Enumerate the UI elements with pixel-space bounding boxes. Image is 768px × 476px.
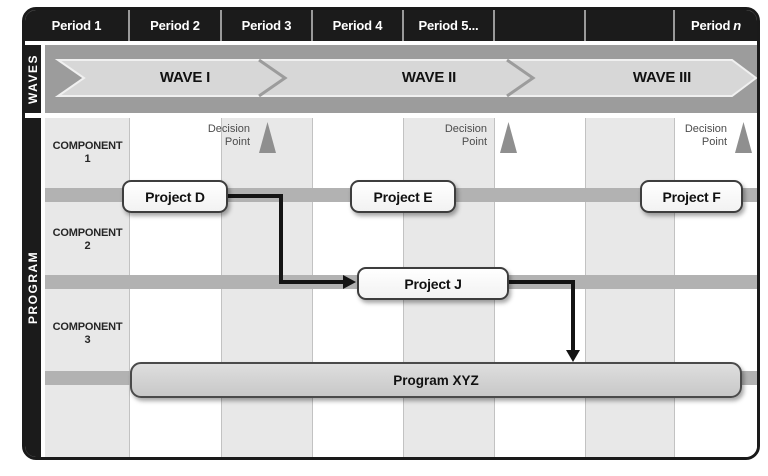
period-header-cell-7 [586, 10, 675, 41]
period-label: Period 5... [418, 18, 479, 33]
project-d-box: Project D [122, 180, 228, 213]
period-header-row: Period 1 Period 2 Period 3 Period 4 Peri… [25, 10, 757, 41]
period-header-cell-5: Period 5... [404, 10, 495, 41]
decision-point-3-label: Decision Point [684, 123, 727, 148]
waves-sidebar-label: WAVES [25, 45, 41, 113]
component-3-label: COMPONENT 3 [52, 321, 123, 346]
period-label: Period 1 [51, 18, 102, 33]
period-header-cell-2: Period 2 [130, 10, 222, 41]
arrow-projectD-to-projectJ-segment [228, 194, 283, 198]
arrowhead-right-icon [343, 275, 356, 289]
wave-band: WAVE I WAVE II WAVE III [45, 45, 757, 113]
arrowhead-down-icon [566, 350, 580, 362]
arrow-projectD-to-projectJ-segment [279, 280, 343, 284]
period-label: Period 3 [241, 18, 292, 33]
arrow-projectJ-to-programXYZ-segment [509, 280, 575, 284]
wave-2-label: WAVE II [401, 69, 457, 86]
arrow-projectD-to-projectJ-segment [279, 194, 283, 284]
period-header-cell-6 [495, 10, 586, 41]
program-xyz-bar: Program XYZ [130, 362, 742, 398]
period-label: Period 4 [332, 18, 383, 33]
period-header-cell-3: Period 3 [222, 10, 313, 41]
roadmap-frame: Period 1 Period 2 Period 3 Period 4 Peri… [22, 7, 760, 460]
period-n-italic: n [733, 18, 741, 33]
period-header-cell-1: Period 1 [25, 10, 130, 41]
wave-1-label: WAVE I [159, 69, 211, 86]
component-2-label: COMPONENT 2 [52, 227, 123, 252]
project-j-box: Project J [357, 267, 509, 300]
period-label: Period 2 [150, 18, 200, 33]
wave-chevron-graphic [54, 58, 757, 98]
period-label: Period [690, 18, 731, 33]
program-sidebar-label: PROGRAM [25, 118, 41, 457]
wave-3-label: WAVE III [632, 69, 692, 86]
project-f-box: Project F [640, 180, 743, 213]
project-e-box: Project E [350, 180, 456, 213]
decision-point-2-label: Decision Point [444, 123, 487, 148]
component-1-label: COMPONENT 1 [52, 140, 123, 165]
period-header-cell-4: Period 4 [313, 10, 404, 41]
arrow-projectJ-to-programXYZ-segment [571, 280, 575, 350]
decision-point-1-label: Decision Point [207, 123, 250, 148]
